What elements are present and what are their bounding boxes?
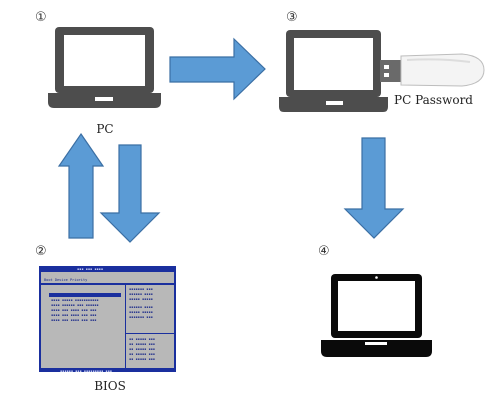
arrow-down-icon: [343, 137, 405, 239]
unlocked-laptop-icon: [321, 274, 432, 357]
step-number-1: ①: [35, 10, 47, 25]
arrow-up-icon: [57, 132, 105, 239]
pc-password-label: PC Password: [394, 93, 473, 107]
step-number-2: ②: [35, 244, 47, 259]
bios-screen-image: ▪▪▪ ▪▪▪ ▪▪▪▪ Boot Device Priority ▪▪▪▪ ▪…: [39, 266, 176, 373]
step-number-4: ④: [318, 244, 330, 259]
pc-laptop-icon: [48, 27, 161, 108]
svg-text:▪▪ ▪▪▪▪▪ ▪▪▪: ▪▪ ▪▪▪▪▪ ▪▪▪: [129, 342, 155, 346]
svg-text:▪▪▪▪▪▪▪ ▪▪▪: ▪▪▪▪▪▪▪ ▪▪▪: [129, 315, 153, 319]
svg-text:▪▪ ▪▪▪▪▪ ▪▪▪: ▪▪ ▪▪▪▪▪ ▪▪▪: [129, 347, 155, 351]
svg-text:▪▪ ▪▪▪▪▪ ▪▪▪: ▪▪ ▪▪▪▪▪ ▪▪▪: [129, 352, 155, 356]
svg-text:▪▪▪▪ ▪▪▪ ▪▪▪▪ ▪▪▪ ▪▪▪: ▪▪▪▪ ▪▪▪ ▪▪▪▪ ▪▪▪ ▪▪▪: [51, 308, 96, 312]
svg-text:▪▪▪▪▪▪ ▪▪▪▪: ▪▪▪▪▪▪ ▪▪▪▪: [129, 305, 153, 309]
pc-label: PC: [96, 122, 114, 136]
svg-text:▪▪▪ ▪▪▪ ▪▪▪▪: ▪▪▪ ▪▪▪ ▪▪▪▪: [77, 267, 103, 271]
svg-text:▪▪▪▪ ▪▪▪ ▪▪▪▪ ▪▪▪ ▪▪▪: ▪▪▪▪ ▪▪▪ ▪▪▪▪ ▪▪▪ ▪▪▪: [51, 313, 96, 317]
svg-text:▪▪▪▪▪▪ ▪▪▪▪: ▪▪▪▪▪▪ ▪▪▪▪: [129, 292, 153, 296]
svg-text:▪▪ ▪▪▪▪▪ ▪▪▪: ▪▪ ▪▪▪▪▪ ▪▪▪: [129, 357, 155, 361]
arrow-right-icon: [169, 37, 266, 101]
pc-with-usb-laptop-icon: [279, 30, 388, 112]
svg-text:▪▪▪▪▪▪▪ ▪▪▪: ▪▪▪▪▪▪▪ ▪▪▪: [129, 287, 153, 291]
svg-text:Boot Device Priority: Boot Device Priority: [44, 278, 88, 282]
svg-text:▪▪▪▪ ▪▪▪ ▪▪▪▪ ▪▪▪ ▪▪▪: ▪▪▪▪ ▪▪▪ ▪▪▪▪ ▪▪▪ ▪▪▪: [51, 318, 96, 322]
svg-text:▪▪ ▪▪▪▪▪ ▪▪▪: ▪▪ ▪▪▪▪▪ ▪▪▪: [129, 337, 155, 341]
svg-text:▪▪▪▪▪ ▪▪▪▪▪: ▪▪▪▪▪ ▪▪▪▪▪: [129, 297, 153, 301]
svg-text:▪▪▪▪ ▪▪▪▪▪ ▪▪▪▪▪▪▪▪▪▪▪: ▪▪▪▪ ▪▪▪▪▪ ▪▪▪▪▪▪▪▪▪▪▪: [51, 298, 99, 302]
svg-text:▪▪▪▪▪ ▪▪▪▪▪: ▪▪▪▪▪ ▪▪▪▪▪: [129, 310, 153, 314]
bios-label: BIOS: [94, 379, 126, 393]
svg-text:▪▪▪▪▪▪ ▪▪▪ ▪▪▪▪▪▪▪▪▪ ▪▪▪: ▪▪▪▪▪▪ ▪▪▪ ▪▪▪▪▪▪▪▪▪ ▪▪▪: [60, 369, 112, 373]
svg-text:▪▪▪▪ ▪▪▪▪▪▪ ▪▪▪ ▪▪▪▪▪▪: ▪▪▪▪ ▪▪▪▪▪▪ ▪▪▪ ▪▪▪▪▪▪: [51, 303, 99, 307]
usb-stick-icon: [380, 53, 485, 87]
step-number-3: ③: [286, 10, 298, 25]
arrow-down-icon: [99, 144, 161, 243]
